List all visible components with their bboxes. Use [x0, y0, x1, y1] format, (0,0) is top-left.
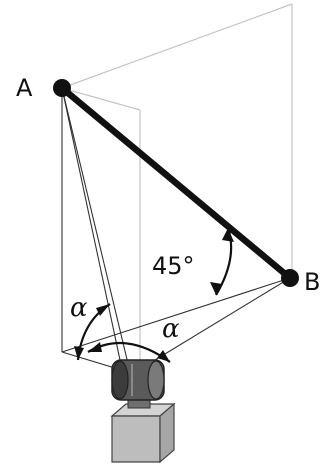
line-a-to-camera [61, 87, 131, 373]
point-b-dot [281, 269, 299, 287]
alpha-left-label: α [70, 293, 88, 323]
camera-icon [110, 359, 176, 464]
line-a-to-base-diagonal [61, 87, 121, 361]
construction-lines [61, 87, 291, 375]
point-b-label: B [304, 268, 320, 296]
angle-45-arc [210, 227, 234, 296]
alpha-left-arc [74, 303, 111, 361]
segment-ab [58, 84, 294, 282]
alpha-right-arc [87, 341, 171, 363]
point-a-dot [53, 79, 71, 97]
alpha-right-label: α [162, 314, 180, 344]
line-base-to-b [61, 277, 291, 353]
angle-45-label: 45° [152, 252, 195, 280]
construction-plane-top [61, 3, 293, 278]
point-a-label: A [16, 74, 33, 102]
